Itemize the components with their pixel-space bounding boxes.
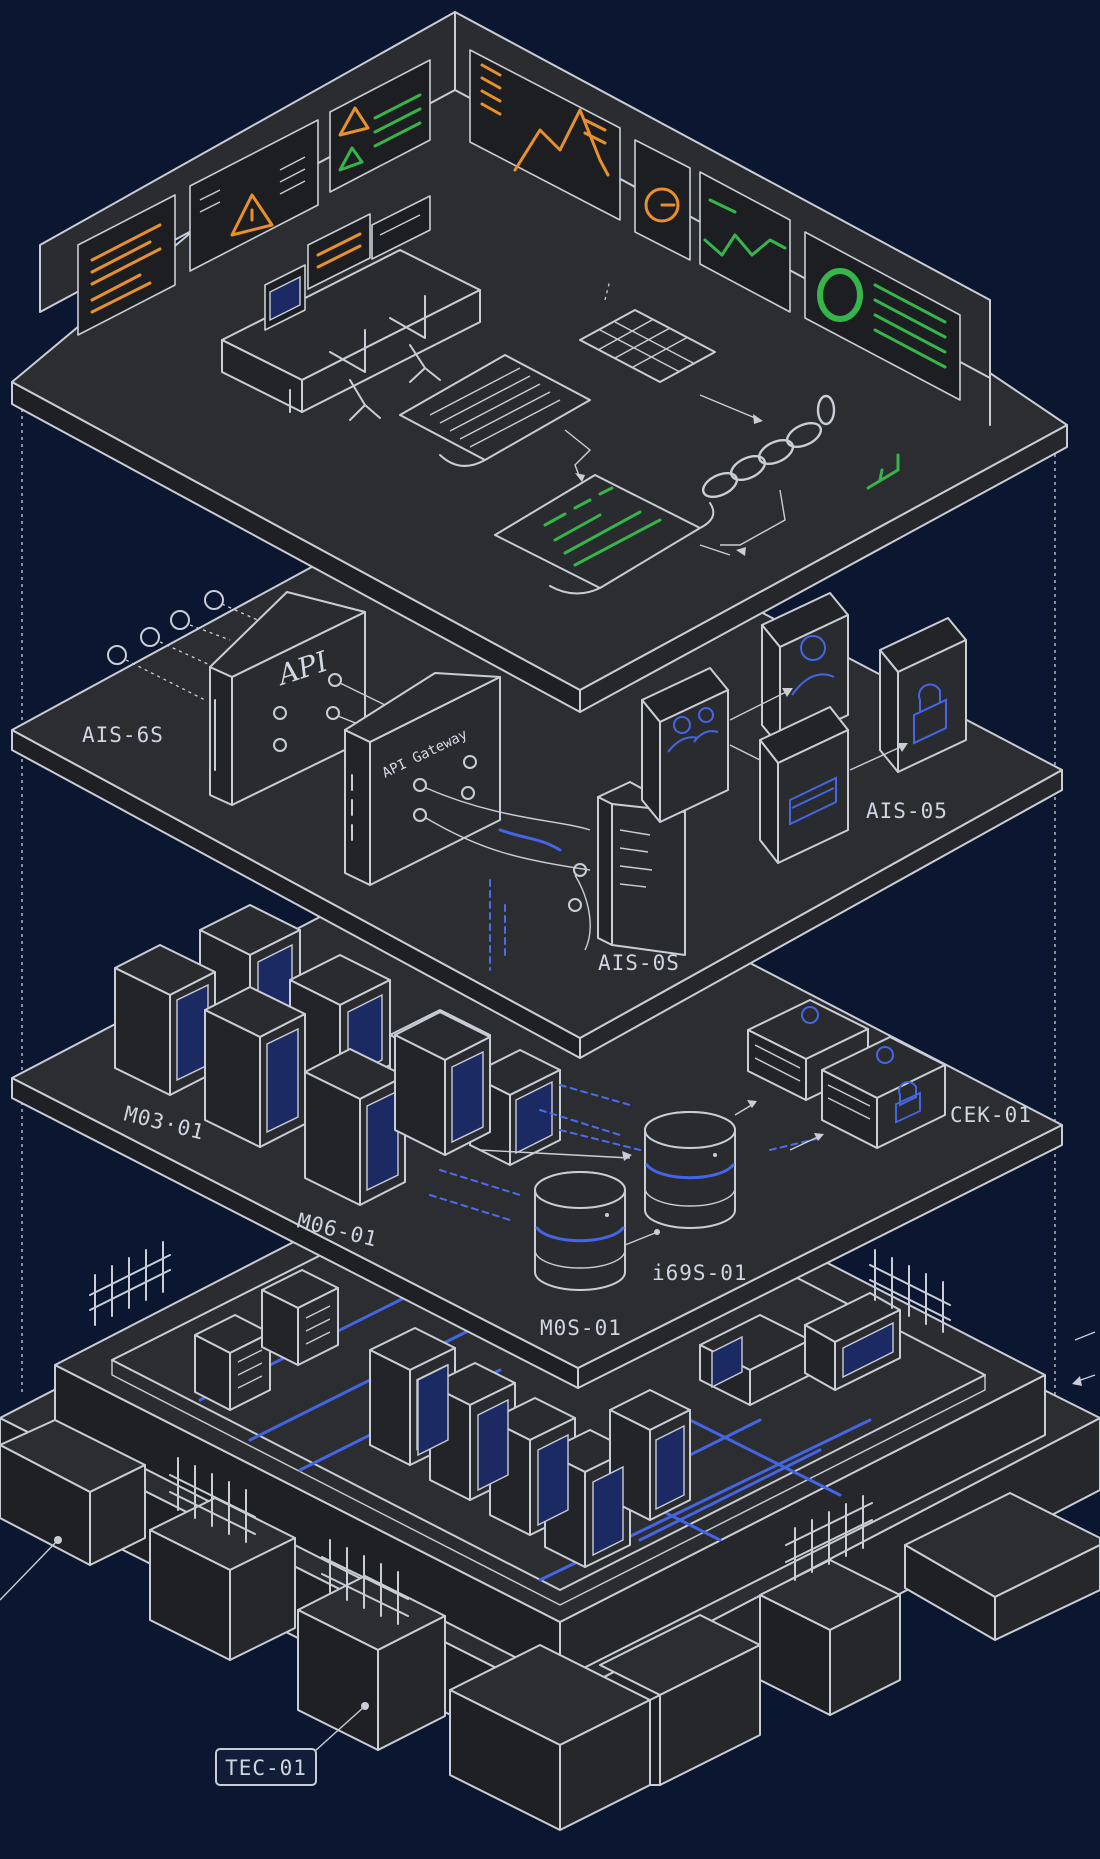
label-ais-05: AIS-05: [866, 799, 948, 823]
warning-icon: [338, 106, 370, 137]
operations-layer: [11, 11, 1068, 713]
label-ais-6s: AIS-6S: [82, 723, 164, 747]
gauge-icon: [644, 187, 680, 223]
donut-chart-icon: [817, 268, 863, 322]
database-icon: [534, 1171, 660, 1291]
flag-icon: [866, 453, 900, 490]
right-wall-monitors: [469, 49, 991, 426]
server-rack-icon: [699, 1292, 901, 1406]
server-rack-icon: [114, 904, 561, 1206]
server-screens: [417, 1363, 685, 1557]
line-chart-icon: [703, 198, 787, 257]
document-scroll-icon: [399, 354, 591, 467]
lock-icon: [747, 999, 946, 1149]
label-ais-0s: AIS-0S: [598, 951, 680, 975]
lock-icon: [879, 617, 967, 773]
grid-icon: [579, 279, 716, 383]
left-wall-monitors: [77, 59, 431, 336]
label-i69s-01: i69S-01: [652, 1261, 748, 1285]
database-icon: [644, 1111, 736, 1229]
label-cek-01: CEK-01: [950, 1103, 1032, 1127]
data-layer: M03·01 M06-01 M0S-01 i69S-01 CEK-01: [11, 827, 1063, 1389]
arrow-icon: [564, 394, 786, 556]
users-icon: [641, 667, 729, 823]
api-layer: API API Gateway: [11, 469, 1063, 1059]
warning-icon: [230, 193, 274, 237]
arrow-icon: [0, 1331, 1096, 1601]
tec-callout: TEC-01: [215, 1705, 366, 1786]
api-box: API: [209, 591, 386, 806]
label-m0s-01: M0S-01: [540, 1316, 622, 1340]
data-flow-lines: [429, 1084, 821, 1221]
area-chart-icon: [513, 108, 610, 177]
fence-icon: [89, 1241, 951, 1625]
server-rack-icon: [194, 1269, 339, 1411]
document-icon: [494, 474, 715, 595]
arrow-icon: [734, 1100, 824, 1151]
label-tec-01: TEC-01: [225, 1756, 307, 1780]
operator-desk: [221, 195, 481, 421]
chain-link-icon: [701, 394, 836, 499]
routing-panel: [489, 781, 686, 971]
guide-lines: [21, 388, 1056, 1410]
arrow-icon: [729, 688, 908, 771]
token-icon: [107, 590, 263, 701]
card-icon: [759, 706, 849, 864]
api-gateway-box: API Gateway: [344, 672, 591, 886]
